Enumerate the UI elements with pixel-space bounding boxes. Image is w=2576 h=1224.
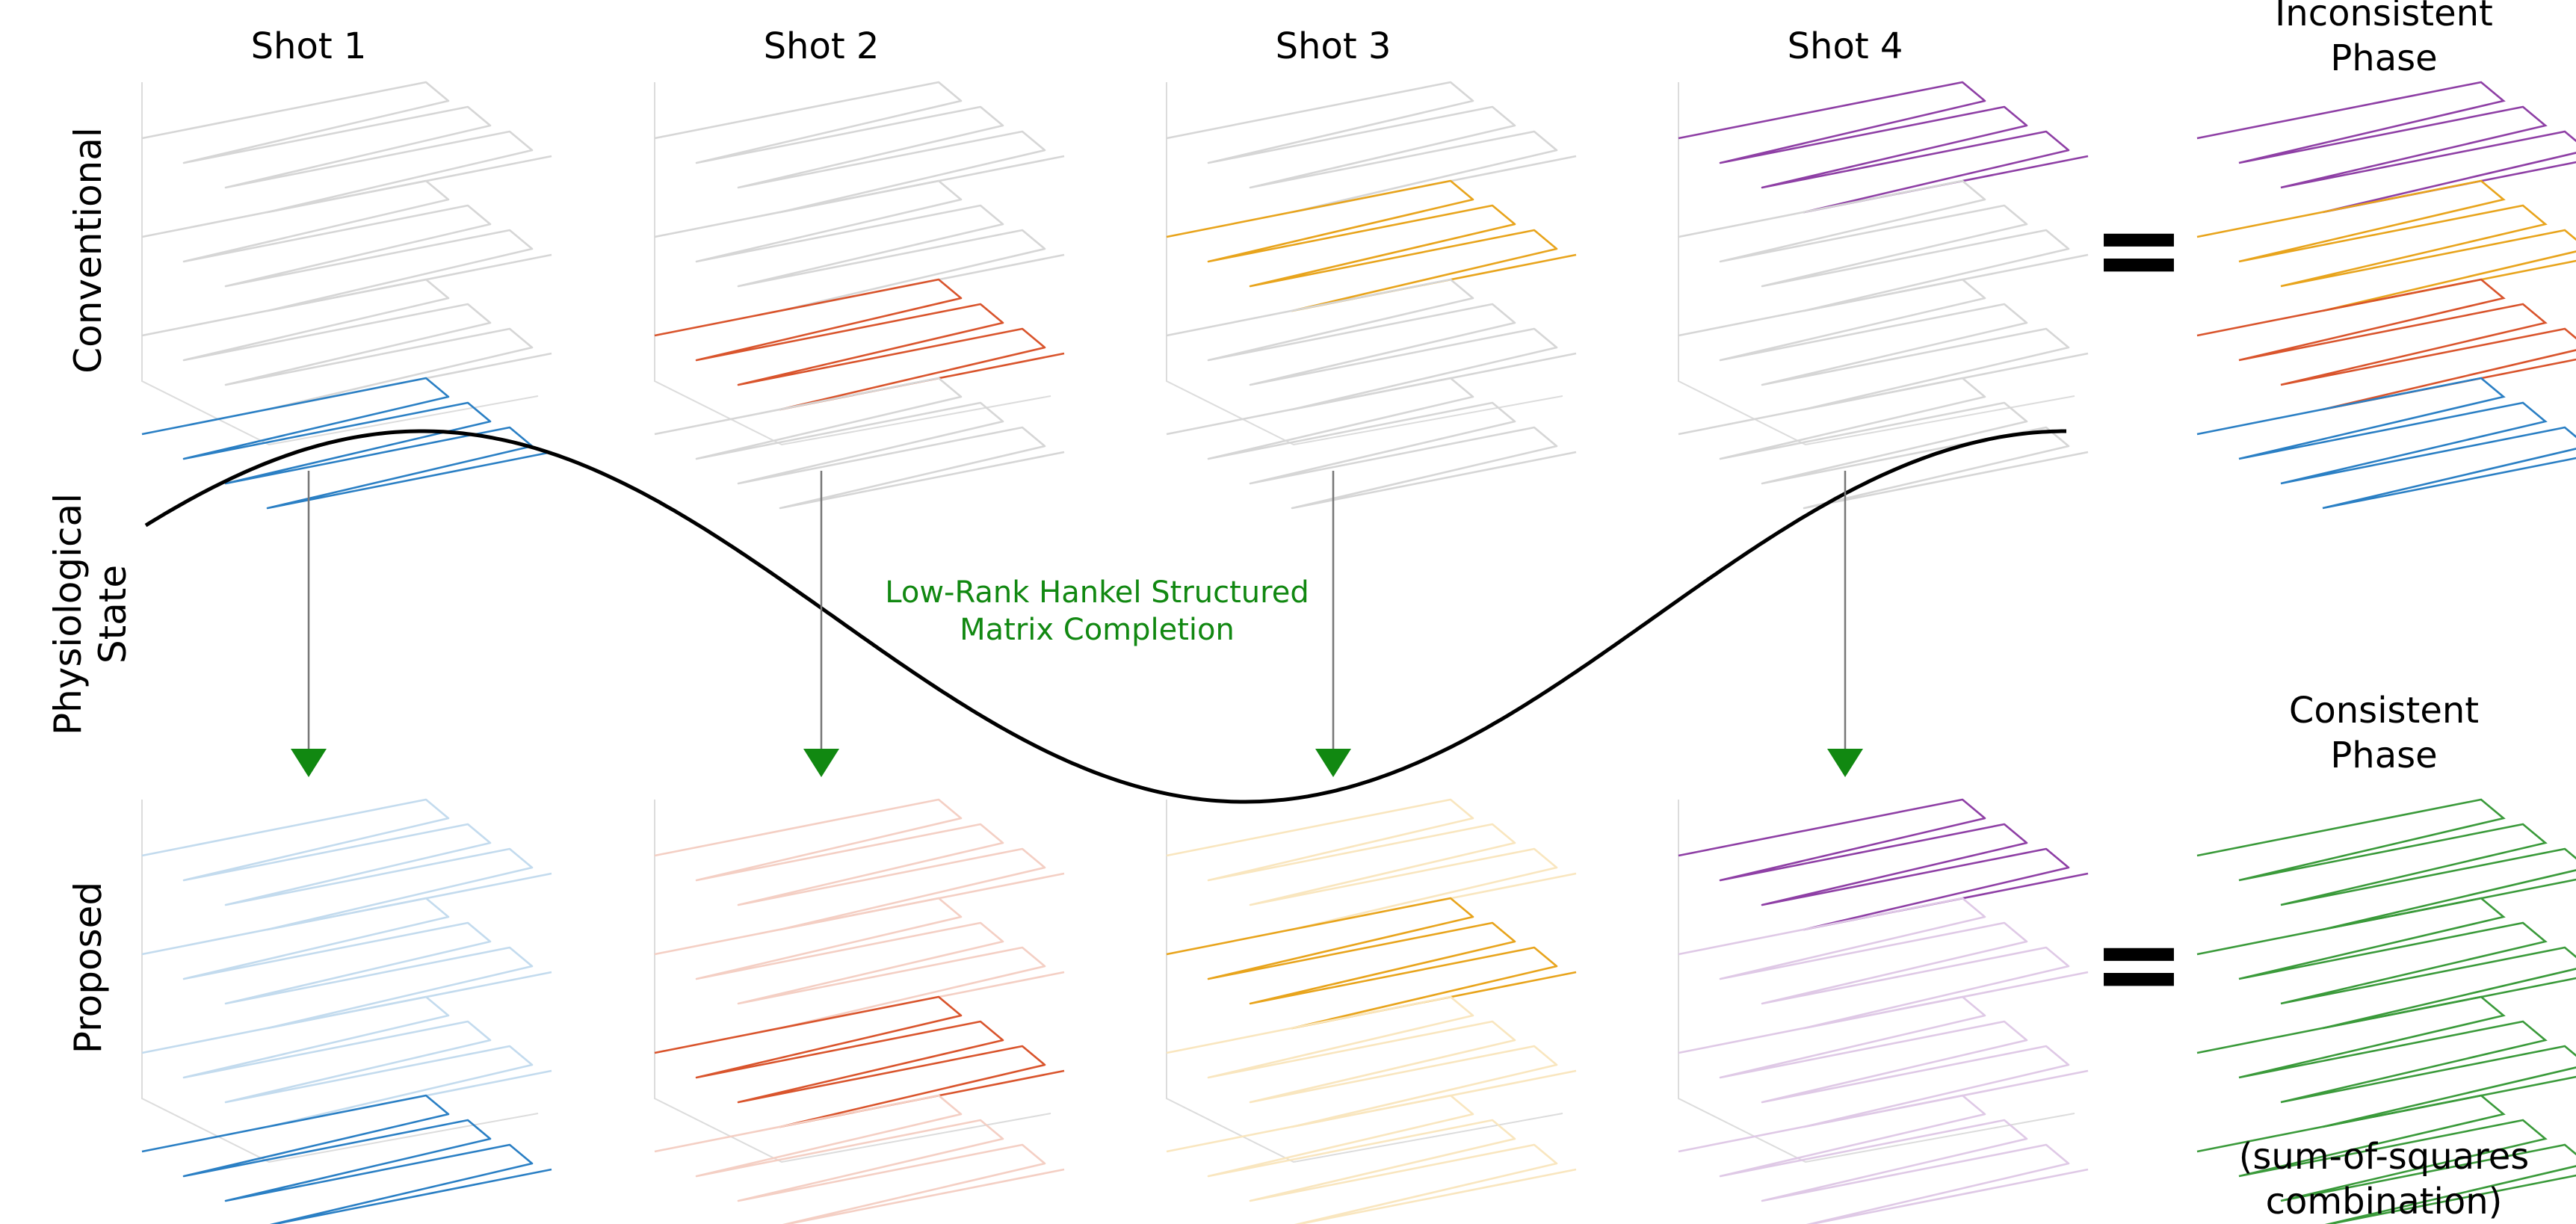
equals-sign-top: = bbox=[2092, 185, 2186, 315]
shot-2-title: Shot 2 bbox=[764, 25, 880, 67]
conventional-panel-2-trajectory-4 bbox=[654, 377, 1065, 510]
proposed-label: Proposed bbox=[67, 882, 110, 1054]
trajectory-panels bbox=[141, 81, 2576, 1224]
arrow-head-1 bbox=[291, 749, 327, 777]
conventional-panel-2 bbox=[654, 81, 1065, 510]
proposed-panel-4-trajectory-2 bbox=[1678, 897, 2089, 1030]
conventional-panel-4 bbox=[1678, 81, 2089, 510]
arrow-head-2 bbox=[803, 749, 839, 777]
conventional-panel-4-trajectory-1 bbox=[1678, 81, 2089, 214]
conventional-panel-1 bbox=[141, 81, 552, 510]
annotation-line2: Matrix Completion bbox=[960, 613, 1235, 647]
inconsistent-title-line1: Inconsistent bbox=[2275, 0, 2493, 34]
conventional-panel-3-axes bbox=[1166, 82, 1563, 446]
inconsistent-trajectory-2 bbox=[2196, 179, 2576, 312]
conventional-panel-4-trajectory-2 bbox=[1678, 179, 2089, 312]
proposed-panel-4-trajectory-3 bbox=[1678, 995, 2089, 1128]
proposed-panel-3-trajectory-3 bbox=[1166, 995, 1577, 1128]
arrow-head-3 bbox=[1315, 749, 1351, 777]
caption-line2: combination) bbox=[2266, 1181, 2503, 1223]
inconsistent-trajectory-4 bbox=[2196, 377, 2576, 510]
shot-4-title: Shot 4 bbox=[1788, 25, 1903, 67]
annotation-line1: Low-Rank Hankel Structured bbox=[885, 575, 1309, 610]
conventional-panel-4-axes bbox=[1678, 82, 2075, 446]
proposed-panel-2-trajectory-3 bbox=[654, 995, 1065, 1128]
consistent-trajectory-3 bbox=[2196, 995, 2576, 1128]
consistent-trajectory-4 bbox=[2196, 1094, 2576, 1224]
text-group: Shot 1 Shot 2 Shot 3 Shot 4 Conventional… bbox=[46, 0, 2529, 1223]
proposed-panel-2-trajectory-4 bbox=[654, 1094, 1065, 1224]
conventional-panel-2-axes bbox=[654, 82, 1051, 446]
proposed-panel-2-axes bbox=[654, 800, 1051, 1163]
conventional-panel-1-trajectory-4 bbox=[141, 377, 552, 510]
arrow-head-4 bbox=[1827, 749, 1863, 777]
physiological-label-line1: Physiological bbox=[46, 493, 90, 735]
proposed-panel-2-trajectory-2 bbox=[654, 897, 1065, 1030]
conventional-panel-3-trajectory-3 bbox=[1166, 278, 1577, 411]
conventional-panel-2-trajectory-2 bbox=[654, 179, 1065, 312]
proposed-panel-3-axes bbox=[1166, 800, 1563, 1163]
conventional-panel-1-axes bbox=[141, 82, 539, 446]
caption-line1: (sum-of-squares bbox=[2239, 1136, 2530, 1178]
proposed-panel-1-trajectory-2 bbox=[141, 897, 552, 1030]
proposed-panel-3-trajectory-1 bbox=[1166, 798, 1577, 931]
conventional-panel-1-trajectory-2 bbox=[141, 179, 552, 312]
consistent-title-line1: Consistent bbox=[2289, 690, 2479, 732]
conventional-panel-3-trajectory-1 bbox=[1166, 81, 1577, 214]
arrows-group bbox=[291, 471, 1863, 777]
inconsistent-title-line2: Phase bbox=[2330, 37, 2437, 79]
conventional-panel-4-trajectory-4 bbox=[1678, 377, 2089, 510]
proposed-panel-3-trajectory-2 bbox=[1166, 897, 1577, 1030]
inconsistent-trajectory-1 bbox=[2196, 81, 2576, 214]
conventional-label: Conventional bbox=[67, 127, 110, 374]
consistent-trajectory-2 bbox=[2196, 897, 2576, 1030]
conventional-panel-2-trajectory-1 bbox=[654, 81, 1065, 214]
proposed-panel-4-trajectory-1 bbox=[1678, 798, 2089, 931]
conventional-panel-4-trajectory-3 bbox=[1678, 278, 2089, 411]
proposed-panel-1-trajectory-4 bbox=[141, 1094, 552, 1224]
shot-3-title: Shot 3 bbox=[1276, 25, 1392, 67]
conventional-panel-2-trajectory-3 bbox=[654, 278, 1065, 411]
physiological-waveform bbox=[144, 429, 2066, 804]
conventional-panel-3-trajectory-4 bbox=[1166, 377, 1577, 510]
equals-sign-bottom: = bbox=[2092, 899, 2186, 1029]
proposed-panel-1 bbox=[141, 798, 552, 1224]
physiological-label-line2: State bbox=[91, 565, 135, 664]
conventional-panel-3-trajectory-2 bbox=[1166, 179, 1577, 312]
conventional-panel-3 bbox=[1166, 81, 1577, 510]
proposed-panel-4 bbox=[1678, 798, 2089, 1224]
proposed-panel-4-axes bbox=[1678, 800, 2075, 1163]
proposed-panel-2-trajectory-1 bbox=[654, 798, 1065, 931]
proposed-panel-1-trajectory-3 bbox=[141, 995, 552, 1128]
proposed-panel-1-trajectory-1 bbox=[141, 798, 552, 931]
inconsistent-phase-panel bbox=[2196, 81, 2576, 510]
consistent-trajectory-1 bbox=[2196, 798, 2576, 931]
proposed-panel-3 bbox=[1166, 798, 1577, 1224]
proposed-panel-2 bbox=[654, 798, 1065, 1224]
proposed-panel-3-trajectory-4 bbox=[1166, 1094, 1577, 1224]
proposed-panel-1-axes bbox=[141, 800, 539, 1163]
inconsistent-trajectory-3 bbox=[2196, 278, 2576, 411]
conventional-panel-1-trajectory-3 bbox=[141, 278, 552, 411]
proposed-panel-4-trajectory-4 bbox=[1678, 1094, 2089, 1224]
consistent-phase-panel bbox=[2196, 798, 2576, 1224]
conventional-panel-1-trajectory-1 bbox=[141, 81, 552, 214]
physiological-curve bbox=[144, 429, 2066, 804]
shot-1-title: Shot 1 bbox=[251, 25, 367, 67]
consistent-title-line2: Phase bbox=[2330, 735, 2437, 776]
